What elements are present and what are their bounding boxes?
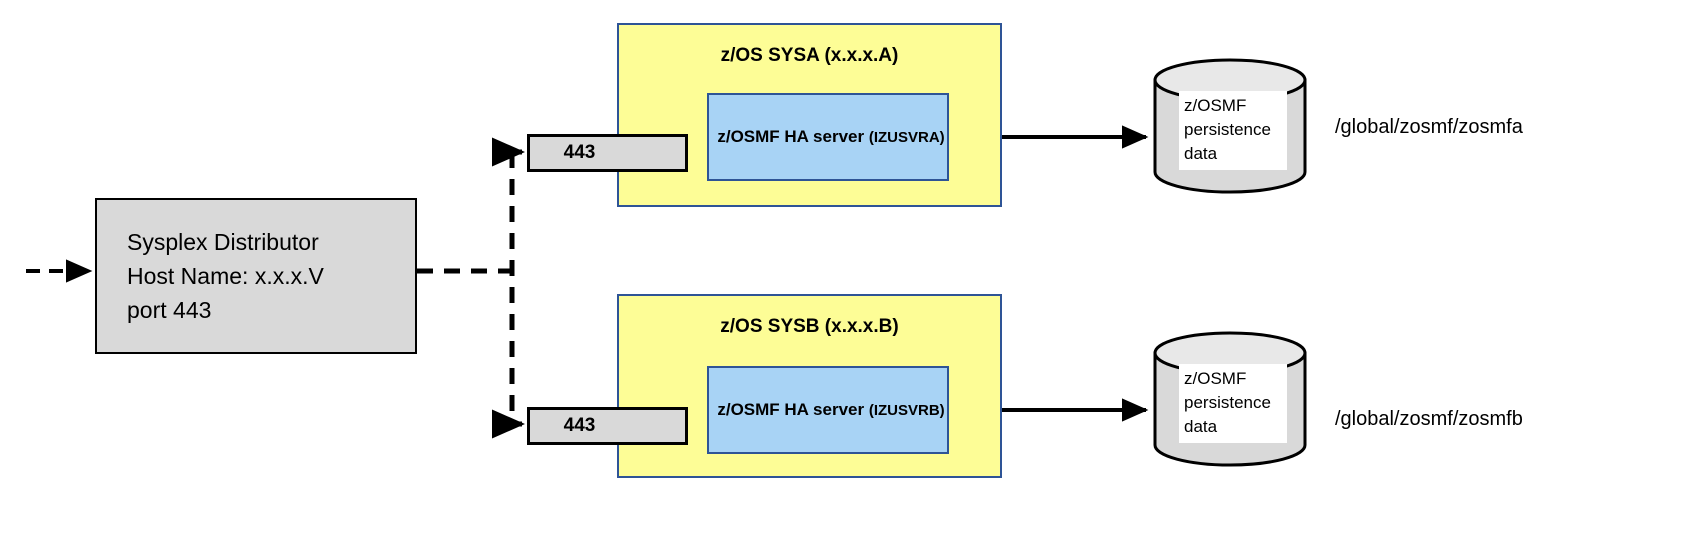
zosmf-ha-server-sysa-box: z/OSMF HA server (IZUSVRA) (707, 93, 949, 181)
storage-sysa-line3: data (1184, 144, 1218, 163)
mount-path-label-sysb: /global/zosmf/zosmfb (1335, 408, 1523, 430)
zosmf-ha-server-sysb-instance: (IZUSVRB) (868, 402, 945, 419)
port-number-sysb: 443 (563, 415, 596, 436)
port-box-sysb: 443 (527, 407, 688, 445)
port-number-sysa: 443 (563, 142, 596, 163)
zosmf-ha-server-sysa-label: z/OSMF HA server (IZUSVRA) (717, 127, 944, 147)
storage-cylinder-sysa: z/OSMF persistence data (1152, 58, 1308, 194)
zosmf-ha-server-sysb-label: z/OSMF HA server (IZUSVRB) (717, 400, 944, 420)
storage-sysa-line1: z/OSMF (1184, 96, 1247, 115)
storage-cylinder-sysb-text: z/OSMF persistence data (1179, 364, 1287, 443)
zosmf-ha-server-sysb-name: z/OSMF HA server (717, 400, 869, 419)
storage-sysb-line3: data (1184, 417, 1218, 436)
distributor-trunk (417, 152, 515, 424)
zos-system-sysb-title: z/OS SYSB (x.x.x.B) (720, 316, 899, 337)
sysplex-distributor-name: Sysplex Distributor (127, 229, 319, 255)
mount-path-label-sysa: /global/zosmf/zosmfa (1335, 116, 1523, 138)
port-box-sysa: 443 (527, 134, 688, 172)
storage-cylinder-sysb: z/OSMF persistence data (1152, 331, 1308, 467)
zosmf-ha-server-sysa-name: z/OSMF HA server (717, 127, 869, 146)
storage-sysa-line2: persistence (1184, 120, 1271, 139)
storage-sysb-line1: z/OSMF (1184, 369, 1247, 388)
storage-sysb-line2: persistence (1184, 393, 1271, 412)
sysplex-distributor-hostname: Host Name: x.x.x.V (127, 263, 324, 289)
zos-system-sysa-title: z/OS SYSA (x.x.x.A) (720, 45, 899, 66)
sysplex-distributor-port: port 443 (127, 297, 212, 323)
zosmf-ha-server-sysb-box: z/OSMF HA server (IZUSVRB) (707, 366, 949, 454)
sysplex-distributor-box: Sysplex Distributor Host Name: x.x.x.V p… (95, 198, 417, 354)
zosmf-ha-server-sysa-instance: (IZUSVRA) (868, 129, 945, 146)
storage-cylinder-sysa-text: z/OSMF persistence data (1179, 91, 1287, 170)
